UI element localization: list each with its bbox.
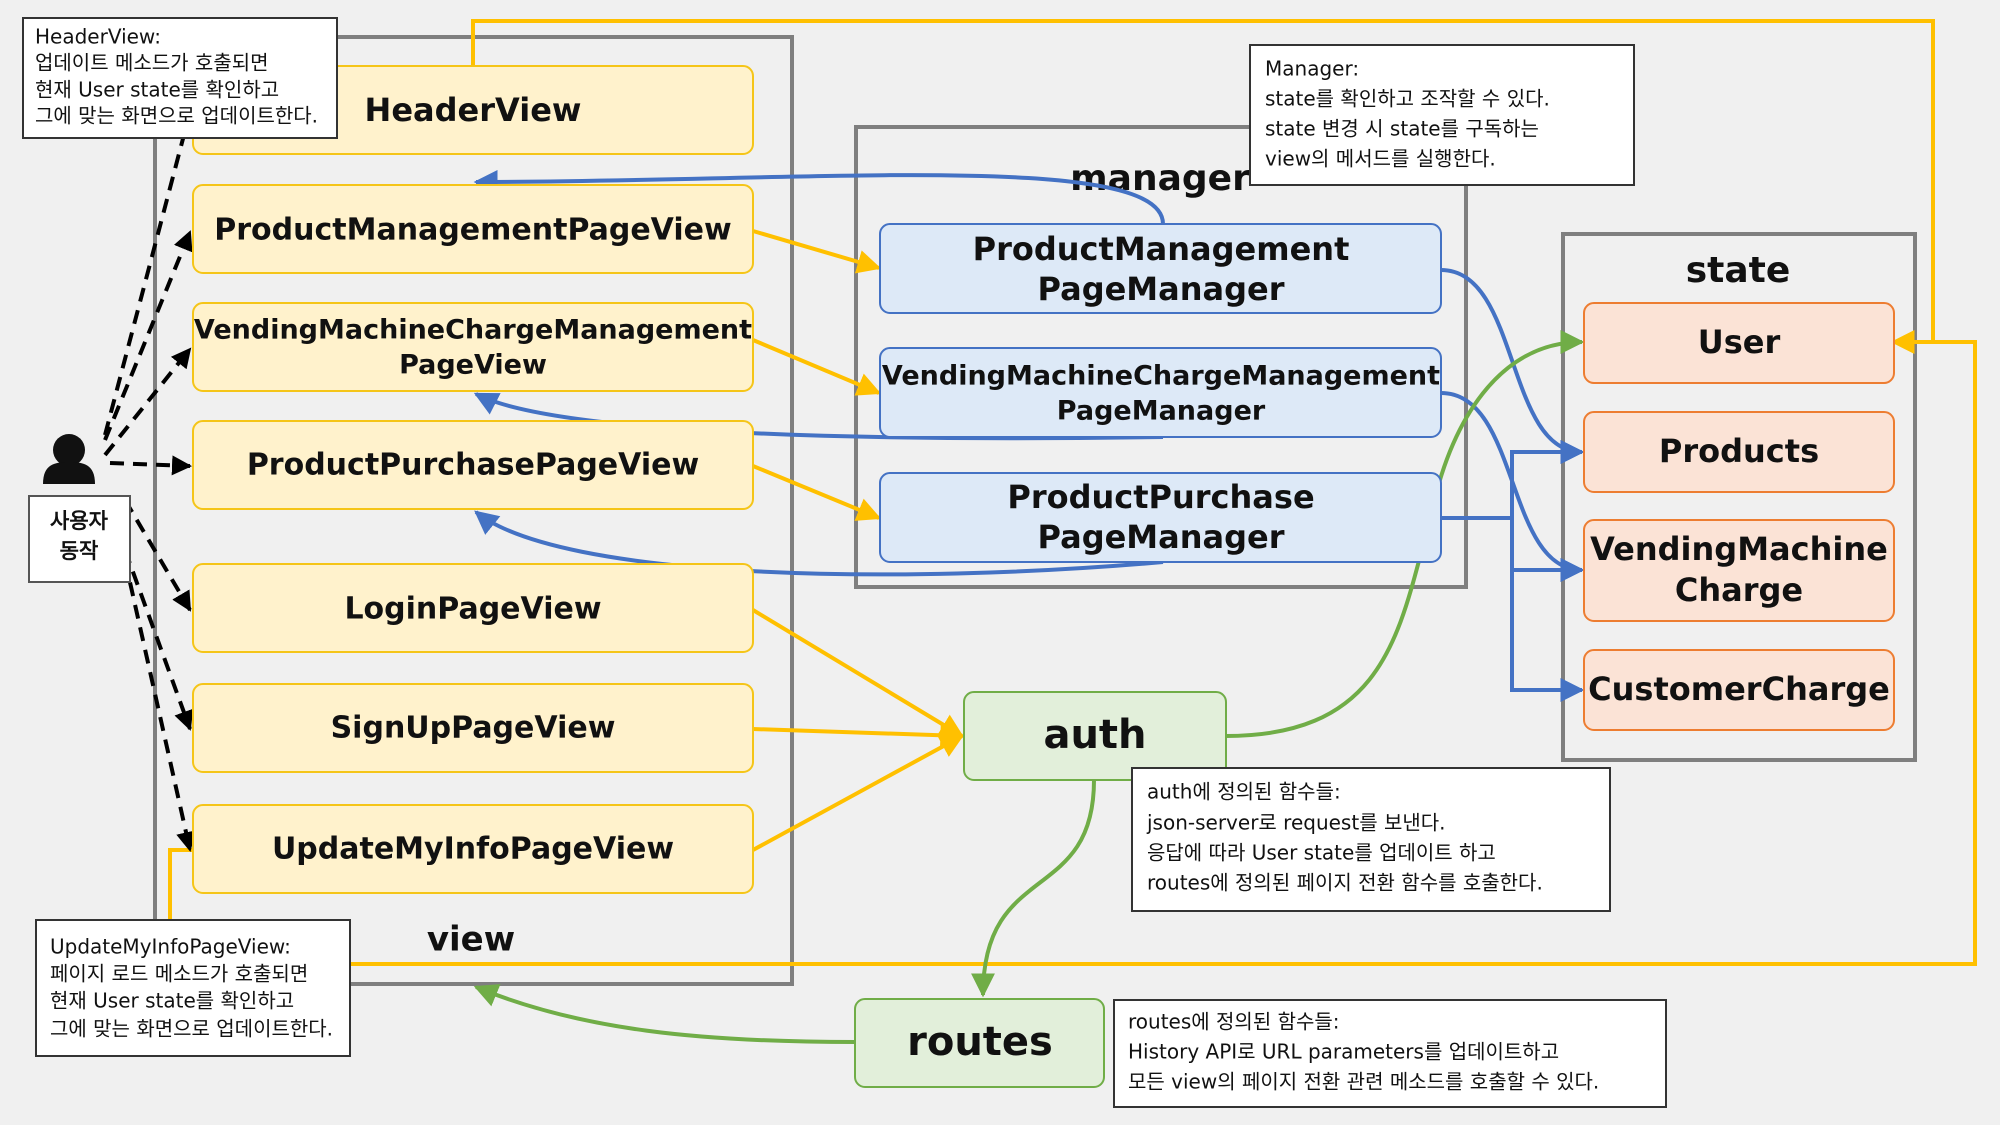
note-line: Manager:	[1265, 57, 1359, 81]
vending-view-label-line1: VendingMachineChargeManagement	[194, 315, 752, 346]
arrow-pm-manager-to-products	[1440, 268, 1585, 464]
note-line: view의 메서드를 실행한다.	[1265, 147, 1496, 171]
arrow-user-to-signup-view	[123, 549, 194, 731]
note-line: state를 확인하고 조작할 수 있다.	[1265, 87, 1550, 111]
vending-manager-line2: PageManager	[1057, 396, 1266, 427]
product-management-manager-box	[879, 223, 1442, 314]
arrow-user-to-login-view	[123, 498, 192, 612]
product-purchase-view-box	[192, 420, 754, 510]
user-state-box	[1583, 302, 1895, 384]
vending-manager-line1: VendingMachineChargeManagement	[882, 361, 1440, 392]
auth-box	[963, 691, 1227, 781]
note-line: state 변경 시 state를 구독하는	[1265, 117, 1539, 141]
arrow-auth-to-routes	[971, 779, 1096, 998]
arrow-pm-view-to-manager	[752, 229, 882, 274]
arrow-user-to-updateinfo-view	[123, 559, 196, 852]
note-line: json-server로 request를 보낸다.	[1146, 811, 1446, 835]
arrow-login-to-auth	[751, 608, 965, 738]
actor-label-line1: 사용자	[50, 509, 109, 533]
arrow-purchase-view-to-manager	[752, 464, 882, 521]
update-my-info-view-box	[192, 804, 754, 894]
vending-charge-state-line1: VendingMachine	[1590, 530, 1888, 568]
arrow-header-to-user-loop	[471, 19, 1935, 354]
state-group-label: state	[1686, 250, 1791, 291]
manager-group-label: manager	[1070, 158, 1250, 199]
signup-view-label: SignUpPageView	[331, 711, 616, 746]
customer-charge-state-label: CustomerCharge	[1588, 670, 1890, 708]
note-line: 그에 맞는 화면으로 업데이트한다.	[35, 104, 318, 128]
arrow-user-to-pm-view	[103, 230, 193, 441]
vending-manager-box	[879, 347, 1442, 438]
arrow-user-to-purchase-view	[109, 455, 192, 476]
arrow-updateinfo-to-user-loop	[168, 340, 1977, 966]
product-management-view-box	[192, 184, 754, 274]
arrow-user-to-header	[103, 110, 196, 436]
arrow-updateinfo-to-auth	[752, 734, 965, 852]
product-management-view-label: ProductManagementPageView	[214, 213, 731, 248]
arrow-routes-to-view	[473, 984, 856, 1044]
auth-label: auth	[1043, 712, 1146, 758]
state-group	[1561, 232, 1917, 762]
note-line: auth에 정의된 함수들:	[1147, 780, 1341, 804]
manager-nodes: ProductManagement PageManager VendingMac…	[879, 223, 1442, 563]
note-line: 현재 User state를 확인하고	[35, 78, 279, 102]
note-line: 응답에 따라 User state를 업데이트 하고	[1147, 841, 1496, 865]
arrow-purchase-manager-to-vending-charge	[1510, 518, 1585, 582]
product-purchase-manager-line1: ProductPurchase	[1007, 478, 1314, 516]
note-line: 페이지 로드 메소드가 호출되면	[50, 962, 308, 986]
products-state-label: Products	[1659, 432, 1819, 470]
person-icon	[43, 434, 95, 484]
header-view-label: HeaderView	[365, 91, 582, 129]
product-purchase-view-label: ProductPurchasePageView	[247, 448, 699, 483]
note-line: History API로 URL parameters를 업데이트하고	[1128, 1040, 1559, 1064]
header-view-note: HeaderView: 업데이트 메소드가 호출되면 현재 User state…	[22, 17, 338, 139]
actor-label-line2: 동작	[60, 539, 99, 563]
user-state-label: User	[1698, 323, 1781, 361]
update-my-info-note: UpdateMyInfoPageView: 페이지 로드 메소드가 호출되면 현…	[35, 919, 351, 1057]
actor-label-box	[28, 495, 131, 583]
login-view-label: LoginPageView	[344, 592, 601, 627]
arrow-purchase-manager-to-states	[1441, 440, 1585, 520]
note-line: UpdateMyInfoPageView:	[50, 935, 291, 959]
vending-view-label-line2: PageView	[399, 350, 547, 381]
product-management-manager-line2: PageManager	[1038, 270, 1285, 308]
note-line: 그에 맞는 화면으로 업데이트한다.	[50, 1017, 333, 1041]
vending-view-box	[192, 302, 754, 392]
arrow-vending-view-to-manager	[752, 338, 882, 396]
vending-charge-state-line2: Charge	[1675, 571, 1803, 609]
product-purchase-manager-line2: PageManager	[1038, 518, 1285, 556]
signup-view-box	[192, 683, 754, 773]
product-purchase-manager-box	[879, 472, 1442, 563]
view-group-label: view	[427, 920, 515, 960]
routes-label: routes	[907, 1019, 1053, 1065]
vending-charge-state-box	[1583, 519, 1895, 622]
note-line: 업데이트 메소드가 호출되면	[35, 51, 269, 75]
note-line: 모든 view의 페이지 전환 관련 메소드를 호출할 수 있다.	[1128, 1070, 1599, 1094]
note-line: routes에 정의된 함수들:	[1128, 1010, 1340, 1034]
user-action-arrows	[103, 110, 196, 852]
note-line: 현재 User state를 확인하고	[50, 989, 294, 1013]
state-nodes: User Products VendingMachine Charge Cust…	[1583, 302, 1895, 731]
note-line: routes에 정의된 페이지 전환 함수를 호출한다.	[1147, 871, 1543, 895]
routes-note: routes에 정의된 함수들: History API로 URL parame…	[1113, 999, 1667, 1108]
auth-note: auth에 정의된 함수들: json-server로 request를 보낸다…	[1131, 767, 1611, 912]
customer-charge-state-box	[1583, 649, 1895, 731]
arrow-signup-to-auth	[752, 723, 965, 748]
note-line: HeaderView:	[35, 25, 161, 49]
arrow-purchase-manager-to-customer-charge	[1510, 570, 1585, 702]
products-state-box	[1583, 411, 1895, 493]
routes-box	[854, 998, 1105, 1088]
view-nodes: HeaderView ProductManagementPageView Ven…	[192, 65, 754, 894]
manager-group	[854, 125, 1468, 589]
login-view-box	[192, 563, 754, 653]
arrow-user-to-vending-view	[103, 347, 192, 457]
product-management-manager-line1: ProductManagement	[973, 230, 1350, 268]
arrow-pm-manager-to-view	[473, 169, 1165, 225]
update-my-info-view-label: UpdateMyInfoPageView	[272, 832, 674, 867]
manager-note: Manager: state를 확인하고 조작할 수 있다. state 변경 …	[1249, 44, 1635, 186]
